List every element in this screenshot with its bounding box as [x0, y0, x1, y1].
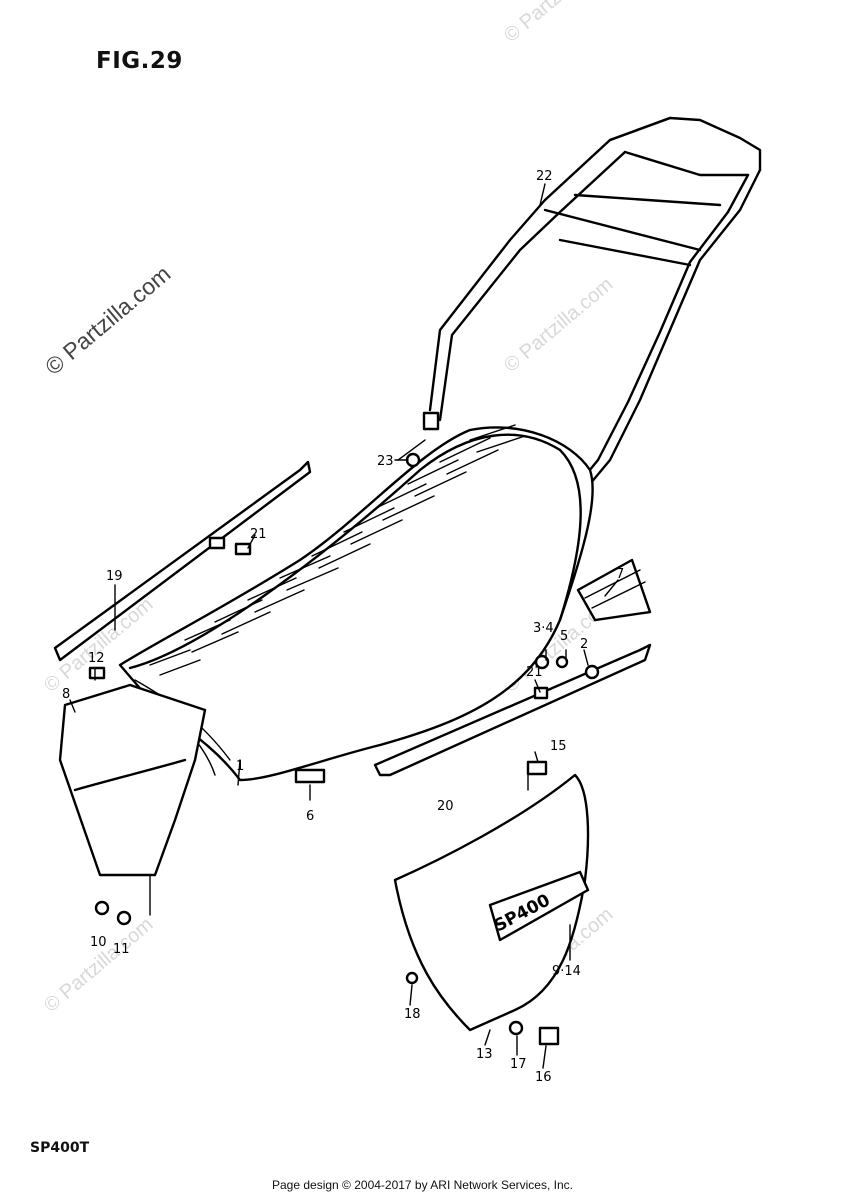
right-side-cover[interactable] [393, 773, 590, 1032]
callout-16: 16 [535, 1070, 552, 1085]
callout-23: 23 [377, 454, 394, 469]
figure-title: FIG.29 [96, 48, 183, 74]
callout-1: 1 [236, 759, 244, 774]
callout-18: 18 [404, 1007, 421, 1022]
fasteners [88, 452, 600, 1046]
callout-10: 10 [90, 935, 107, 950]
callout-9-14: 9·14 [552, 964, 581, 979]
model-code: SP400T [30, 1140, 90, 1156]
callout-2: 2 [580, 637, 588, 652]
callout-11: 11 [113, 942, 130, 957]
leader-lines [69, 183, 619, 1069]
callout-21-right: 21 [526, 665, 543, 680]
seat-ribs [149, 424, 526, 676]
callout-13: 13 [476, 1047, 493, 1062]
callout-12: 12 [88, 651, 105, 666]
left-seat-rail[interactable] [53, 460, 312, 662]
callout-20: 20 [437, 799, 454, 814]
rear-carrier[interactable] [422, 116, 762, 498]
right-seat-rail[interactable] [373, 643, 652, 777]
callout-8: 8 [62, 687, 70, 702]
callout-22: 22 [536, 169, 553, 184]
left-side-cover[interactable] [58, 683, 207, 877]
callout-3-4: 3·4 [533, 621, 554, 636]
page-footer: Page design © 2004-2017 by ARI Network S… [271, 1178, 573, 1192]
reflector-plate[interactable] [576, 558, 652, 622]
callout-17: 17 [510, 1057, 527, 1072]
callout-19: 19 [106, 569, 123, 584]
callout-7: 7 [616, 567, 624, 582]
callout-15: 15 [550, 739, 567, 754]
callout-21-left: 21 [250, 527, 267, 542]
callout-5: 5 [560, 629, 568, 644]
callout-6: 6 [306, 809, 314, 824]
